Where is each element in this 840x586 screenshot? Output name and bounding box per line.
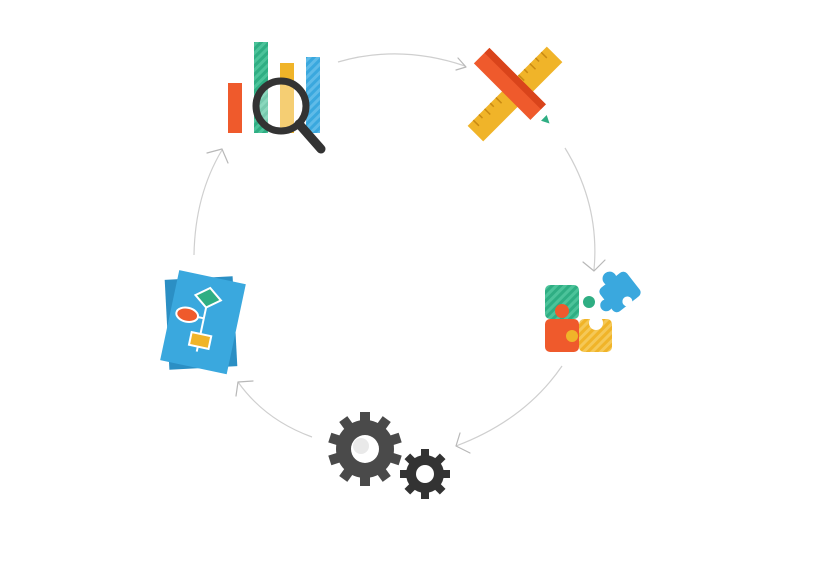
arrow-integration-to-build — [455, 365, 563, 454]
arrow-design-to-integration — [564, 147, 606, 272]
gear-small — [400, 449, 450, 499]
gear-large — [328, 412, 402, 486]
puzzle-piece-orange — [545, 319, 579, 352]
puzzle-pieces-icon — [545, 271, 641, 352]
pencil-body — [473, 47, 546, 120]
magnifier-rim — [252, 77, 310, 135]
flowchart-diamond — [193, 286, 223, 309]
gear-tooth — [400, 470, 408, 478]
gears-icon — [328, 412, 450, 499]
arrow-build-to-planning — [235, 380, 313, 438]
puzzle-piece-green — [545, 285, 579, 319]
flowchart-oval — [175, 306, 200, 323]
flowchart-document-icon — [160, 270, 246, 375]
gear-tooth — [421, 491, 429, 499]
ruler-pencil-icon — [467, 46, 563, 142]
flowchart-box — [187, 330, 213, 351]
gear-tooth — [442, 470, 450, 478]
bar-chart-magnifier-icon — [228, 42, 326, 154]
puzzle-piece-yellow — [579, 319, 612, 352]
chart-bar — [228, 83, 242, 133]
pencil-tip — [541, 115, 550, 124]
gear-tooth — [360, 412, 370, 422]
magnifier-handle — [294, 119, 326, 154]
magnifier-lens — [256, 81, 306, 131]
gear-tooth — [421, 449, 429, 457]
chart-bar — [306, 57, 320, 133]
arrow-analysis-to-design — [337, 53, 467, 71]
arrow-planning-to-analysis — [193, 148, 229, 256]
cycle-arrows — [193, 53, 606, 454]
pencil-wood — [530, 104, 549, 123]
gear-tooth — [360, 476, 370, 486]
